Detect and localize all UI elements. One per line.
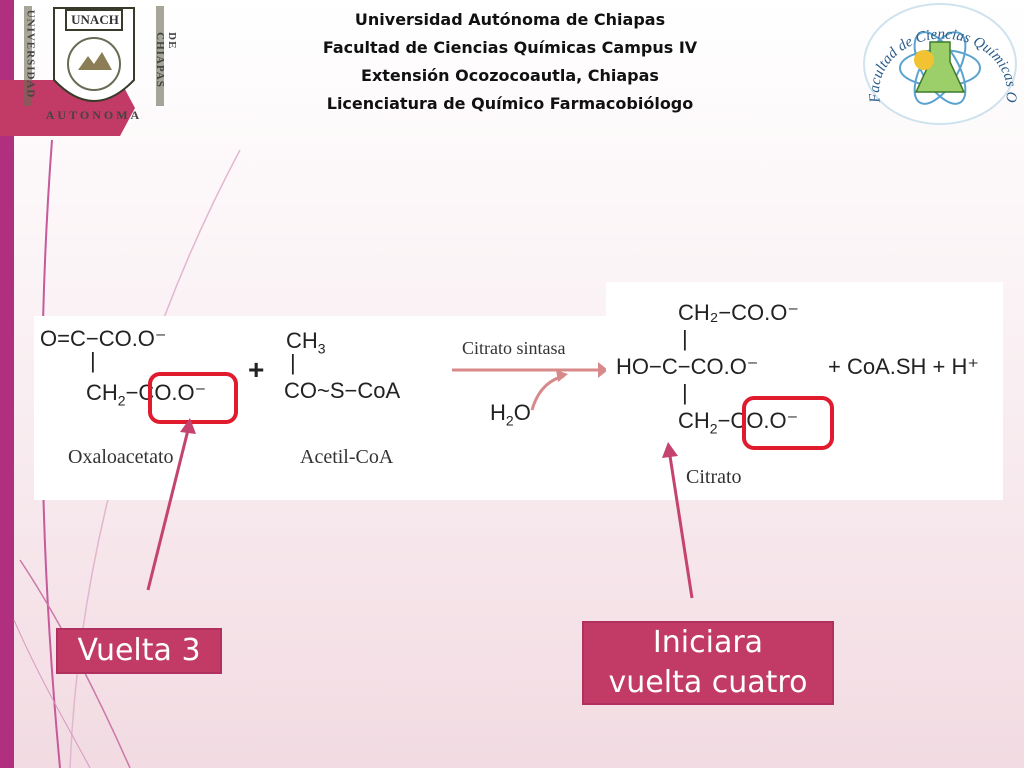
citrate-line-2: HO−C−CO.O⁻ (616, 354, 759, 379)
callout-vuelta-3: Vuelta 3 (56, 628, 222, 674)
header-line-2: Facultad de Ciencias Químicas Campus IV (322, 38, 698, 57)
plus-sign: + (248, 354, 265, 385)
acetyl-coa-line-2: CO~S−CoA (284, 378, 401, 403)
logo-bottom-text: AUTONOMA (45, 108, 143, 122)
logo-unach-text: UNACH (71, 12, 119, 27)
highlight-circle-citrate (742, 396, 834, 450)
callout-line-2: vuelta cuatro (608, 665, 808, 700)
unach-logo: UNACH UNIVERSIDAD DE CHIAPAS AUTONOMA (14, 0, 178, 128)
faculty-logo: Facultad de Ciencias Químicas Ocozocoaut… (860, 2, 1020, 127)
citrate-line-1: CH₂−CO.O⁻ (678, 300, 799, 325)
products-panel: CH₂−CO.O⁻ | HO−C−CO.O⁻ | CH2−CO.O⁻ + CoA… (606, 282, 1003, 500)
citrate-bond-top: | (682, 326, 688, 351)
oxaloacetate-bond: | (90, 348, 96, 373)
citrate-name: Citrato (686, 466, 742, 488)
reactants-panel: O=C−CO.O⁻ | CH2−CO.O⁻ Oxaloacetato + CH3… (34, 316, 608, 500)
header-line-1: Universidad Autónoma de Chiapas (354, 10, 666, 29)
callout-line-1: Iniciara (652, 625, 764, 660)
enzyme-label: Citrato sintasa (462, 338, 566, 358)
header-line-3: Extensión Ocozocoautla, Chiapas (361, 66, 659, 85)
oxaloacetate-line-2: CH2−CO.O⁻ (86, 380, 207, 409)
oxaloacetate-name: Oxaloacetato (68, 446, 174, 468)
reaction-arrow (452, 362, 608, 411)
water-label: H2O (490, 400, 531, 429)
callout-vuelta-cuatro: Iniciara vuelta cuatro (582, 621, 834, 705)
faculty-logo-ring-text: Facultad de Ciencias Químicas Ocozocoaut… (860, 2, 1019, 104)
acetyl-coa-name: Acetil-CoA (300, 446, 394, 468)
left-accent-bar (0, 0, 14, 768)
highlight-circle-oxaloacetate (148, 372, 238, 424)
reaction-products: + CoA.SH + H⁺ (828, 354, 980, 379)
acetyl-coa-bond: | (290, 350, 296, 375)
citrate-line-3: CH2−CO.O⁻ (678, 408, 799, 437)
institution-header: Universidad Autónoma de Chiapas Facultad… (230, 6, 790, 118)
oxaloacetate-line-1: O=C−CO.O⁻ (40, 326, 167, 351)
citrate-bond-bottom: | (682, 380, 688, 405)
header-line-4: Licenciatura de Químico Farmacobiólogo (326, 94, 694, 113)
acetyl-coa-line-1: CH3 (286, 328, 326, 357)
